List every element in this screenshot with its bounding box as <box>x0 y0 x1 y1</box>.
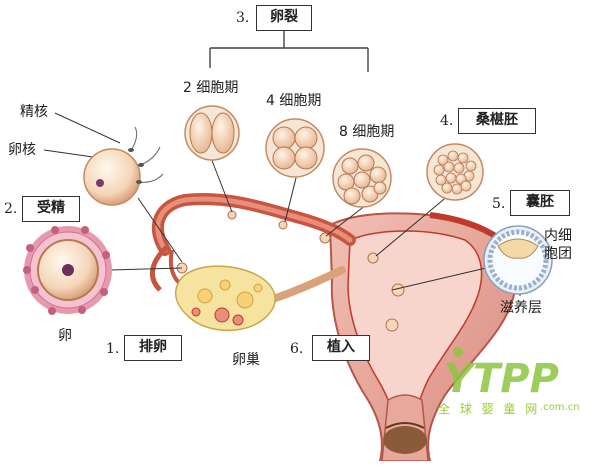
egg-with-corona <box>23 226 112 315</box>
egg-label: 卵 <box>58 328 72 344</box>
eight-cell-embryo <box>332 148 392 208</box>
svg-text:YTPP: YTPP <box>444 356 559 402</box>
two-cell-embryo <box>184 105 240 161</box>
trophoblast-label: 滋养层 <box>500 300 542 316</box>
uterus <box>328 212 523 462</box>
cleavage-bracket <box>209 28 369 72</box>
stage-5-number: 5. <box>492 196 506 212</box>
watermark-subtitle: 全 球 婴 童 网 <box>438 402 541 416</box>
stage-6-number: 6. <box>290 341 304 357</box>
sperm-nucleus-label: 精核 <box>20 104 48 120</box>
egg-nucleus-label: 卵核 <box>8 142 36 158</box>
watermark-logo: YTPP <box>444 347 559 402</box>
watermark-domain: .com.cn <box>540 402 580 413</box>
four-cell-label: 4 细胞期 <box>266 93 322 109</box>
stage-6-box: 植入 <box>312 335 370 361</box>
inner-cell-mass-label-1: 内细 <box>544 228 572 244</box>
stage-3-number: 3. <box>236 10 250 26</box>
morula-embryo <box>426 143 484 201</box>
ovary-label: 卵巢 <box>232 352 260 368</box>
stage-3-box: 卵裂 <box>256 5 312 31</box>
stage-4-number: 4. <box>440 113 454 129</box>
ovary <box>174 265 276 332</box>
stage-2-number: 2. <box>4 201 18 217</box>
tube-embryo-dots <box>176 210 405 332</box>
two-cell-label: 2 细胞期 <box>183 80 239 96</box>
inner-cell-mass-label-2: 胞团 <box>544 246 572 262</box>
stage-1-number: 1. <box>106 341 120 357</box>
blastocyst-embryo <box>483 225 553 295</box>
eight-cell-label: 8 细胞期 <box>339 124 395 140</box>
stage-4-box: 桑椹胚 <box>458 108 536 134</box>
four-cell-embryo <box>265 118 325 178</box>
stage-5-box: 囊胚 <box>510 190 570 216</box>
stage-1-box: 排卵 <box>124 335 182 361</box>
fallopian-tube <box>150 193 356 304</box>
stage-2-box: 受精 <box>22 196 80 222</box>
sperm-egg-cell <box>83 126 164 206</box>
